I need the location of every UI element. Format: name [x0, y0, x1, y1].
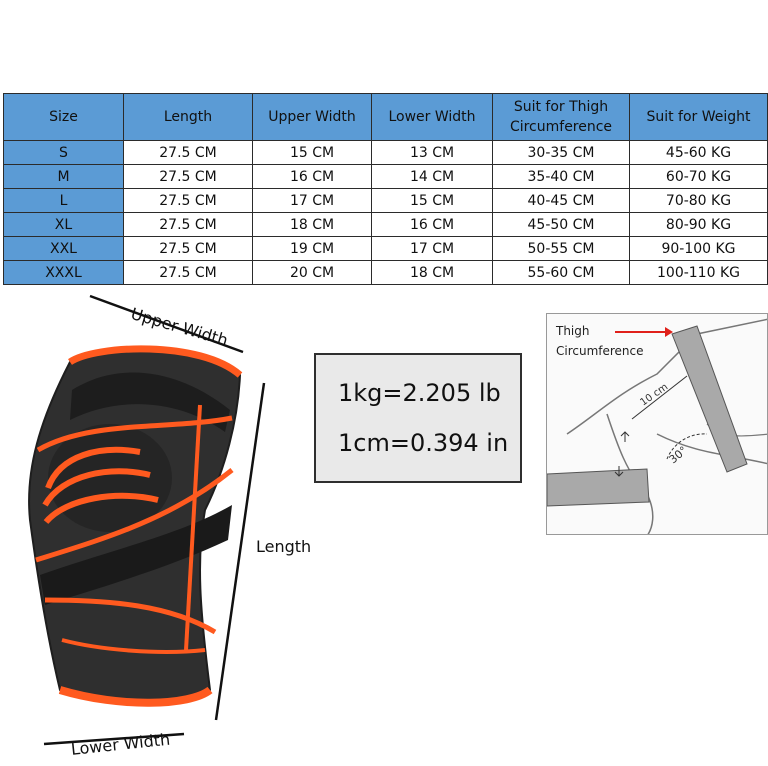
header-length: Length — [123, 93, 253, 141]
table-row: XXXL 27.5 CM 20 CM 18 CM 55-60 CM 100-11… — [3, 260, 768, 285]
size-cell: S — [3, 140, 124, 165]
size-cell: XL — [3, 212, 124, 237]
size-cell: XXL — [3, 236, 124, 261]
header-thigh-circumference: Suit for Thigh Circumference — [492, 93, 630, 141]
thigh-tape — [671, 325, 748, 473]
length-cell: 27.5 CM — [123, 140, 253, 165]
length-cell: 27.5 CM — [123, 236, 253, 261]
weight-cell: 70-80 KG — [629, 188, 768, 213]
thigh-label-line2: Circumference — [556, 344, 644, 358]
lower-width-cell: 15 CM — [371, 188, 493, 213]
length-line — [214, 382, 266, 721]
table-header-row: Size Length Upper Width Lower Width Suit… — [3, 93, 768, 141]
thigh-cell: 35-40 CM — [492, 164, 630, 189]
thigh-cell: 30-35 CM — [492, 140, 630, 165]
size-cell: M — [3, 164, 124, 189]
table-row: S 27.5 CM 15 CM 13 CM 30-35 CM 45-60 KG — [3, 140, 768, 165]
knee-brace-illustration — [28, 294, 266, 746]
upper-width-cell: 20 CM — [252, 260, 372, 285]
header-weight: Suit for Weight — [629, 93, 768, 141]
leg-sketch: 10 cm 30° — [547, 318, 767, 534]
lower-width-cell: 14 CM — [371, 164, 493, 189]
table-row: XXL 27.5 CM 19 CM 17 CM 50-55 CM 90-100 … — [3, 236, 768, 261]
weight-cell: 60-70 KG — [629, 164, 768, 189]
ten-cm-text: 10 cm — [638, 382, 670, 409]
thigh-cell: 40-45 CM — [492, 188, 630, 213]
thigh-circumference-label: Thigh Circumference — [556, 321, 644, 361]
length-cell: 27.5 CM — [123, 212, 253, 237]
ten-cm-line — [631, 375, 688, 420]
length-cell: 27.5 CM — [123, 164, 253, 189]
upper-width-cell: 16 CM — [252, 164, 372, 189]
calf-tape — [547, 468, 650, 507]
knee-brace-icon — [28, 345, 243, 707]
thigh-measure-diagram: Thigh Circumference 10 cm 30° — [546, 313, 768, 535]
upper-width-line — [89, 294, 244, 354]
upper-width-cell: 18 CM — [252, 212, 372, 237]
table-row: M 27.5 CM 16 CM 14 CM 35-40 CM 60-70 KG — [3, 164, 768, 189]
weight-cell: 45-60 KG — [629, 140, 768, 165]
header-upper-width: Upper Width — [252, 93, 372, 141]
thigh-cell: 55-60 CM — [492, 260, 630, 285]
thigh-label-line1: Thigh — [556, 324, 590, 338]
lower-width-line — [43, 732, 185, 746]
lower-width-cell: 16 CM — [371, 212, 493, 237]
upper-width-cell: 17 CM — [252, 188, 372, 213]
lower-width-cell: 18 CM — [371, 260, 493, 285]
thigh-cell: 50-55 CM — [492, 236, 630, 261]
kg-to-lb-text: 1kg=2.205 lb — [338, 379, 501, 407]
weight-cell: 90-100 KG — [629, 236, 768, 261]
size-cell: XXXL — [3, 260, 124, 285]
lower-width-cell: 17 CM — [371, 236, 493, 261]
unit-conversion-box: 1kg=2.205 lb 1cm=0.394 in — [314, 353, 522, 483]
upper-width-cell: 15 CM — [252, 140, 372, 165]
weight-cell: 100-110 KG — [629, 260, 768, 285]
upper-width-cell: 19 CM — [252, 236, 372, 261]
size-chart-table: Size Length Upper Width Lower Width Suit… — [3, 93, 768, 285]
header-lower-width: Lower Width — [371, 93, 493, 141]
table-row: XL 27.5 CM 18 CM 16 CM 45-50 CM 80-90 KG — [3, 212, 768, 237]
thirty-degree-text: 30° — [667, 444, 690, 466]
header-size: Size — [3, 93, 124, 141]
length-cell: 27.5 CM — [123, 188, 253, 213]
weight-cell: 80-90 KG — [629, 212, 768, 237]
size-cell: L — [3, 188, 124, 213]
table-row: L 27.5 CM 17 CM 15 CM 40-45 CM 70-80 KG — [3, 188, 768, 213]
length-cell: 27.5 CM — [123, 260, 253, 285]
length-label: Length — [256, 537, 312, 556]
lower-width-cell: 13 CM — [371, 140, 493, 165]
cm-to-in-text: 1cm=0.394 in — [338, 429, 509, 457]
thigh-cell: 45-50 CM — [492, 212, 630, 237]
